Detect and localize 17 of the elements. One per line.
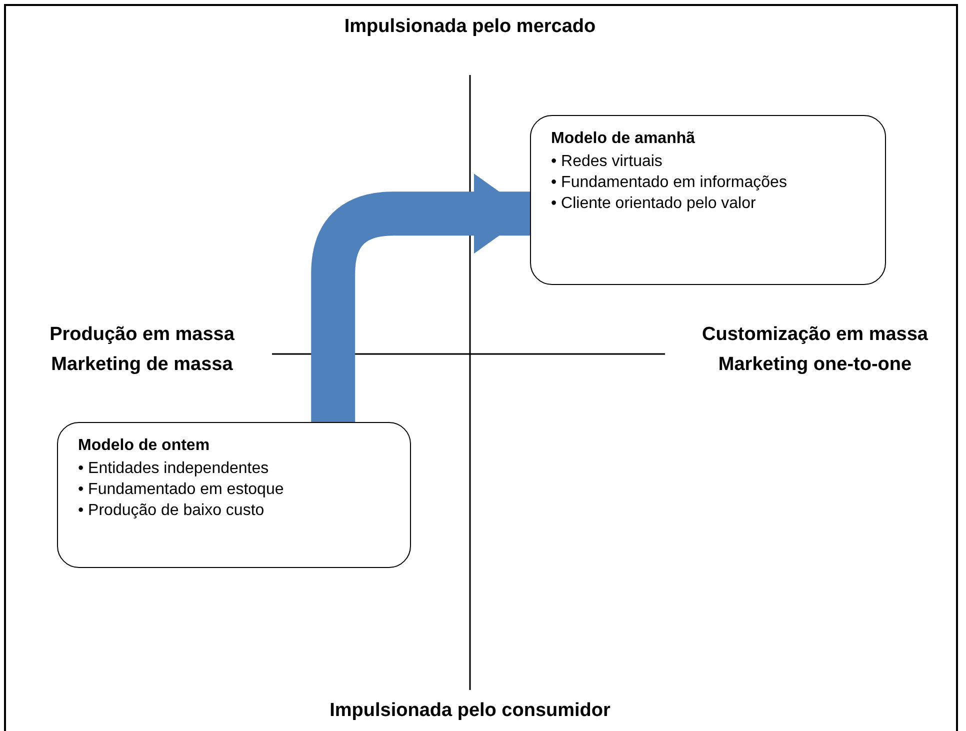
axis-label: Customização em massa <box>702 324 928 346</box>
axis-label: Marketing one-to-one <box>718 354 912 376</box>
bullet-item: • Fundamentado em estoque <box>78 481 284 499</box>
model-box <box>57 422 411 568</box>
bullet-item: • Entidades independentes <box>78 460 269 478</box>
axis-label: Impulsionada pelo consumidor <box>330 700 610 722</box>
bullet-item: • Redes virtuais <box>551 153 662 171</box>
axis-label: Produção em massa <box>50 324 234 346</box>
bullet-item: • Fundamentado em informações <box>551 174 787 192</box>
bullet-item: • Produção de baixo custo <box>78 502 264 520</box>
model-box <box>530 115 886 285</box>
box-heading: Modelo de ontem <box>78 437 210 455</box>
curved-arrow <box>311 174 530 422</box>
box-heading: Modelo de amanhã <box>551 130 696 148</box>
axis-label: Marketing de massa <box>51 354 233 376</box>
bullet-item: • Cliente orientado pelo valor <box>551 195 756 213</box>
axis-label: Impulsionada pelo mercado <box>344 16 596 38</box>
